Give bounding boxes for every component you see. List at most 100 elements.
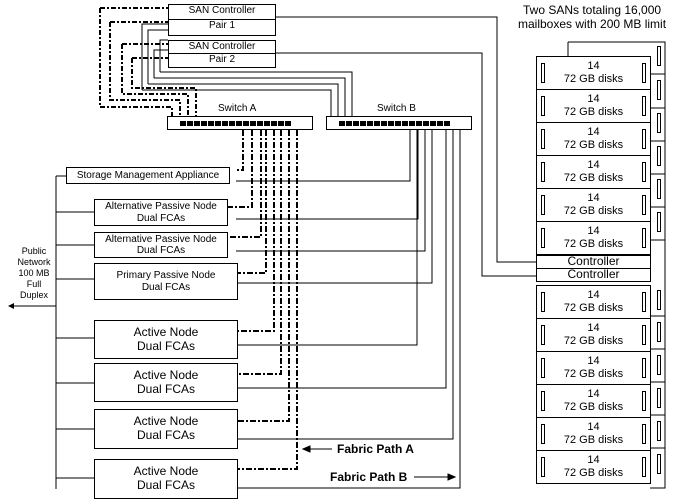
- node-1-title: Alternative Passive Node: [105, 201, 217, 212]
- active-node-4[interactable]: Active Node Dual FCAs: [94, 459, 238, 499]
- drive-slot-icon: [541, 457, 545, 477]
- switch-port: [339, 121, 345, 126]
- active-node-3[interactable]: Active Node Dual FCAs: [94, 409, 238, 449]
- switch-port: [194, 121, 200, 126]
- switch-port: [222, 121, 228, 126]
- active-node-1[interactable]: Active Node Dual FCAs: [94, 320, 238, 359]
- disk-size-label: 72 GB disks: [563, 205, 624, 217]
- disk-count: 14: [587, 192, 600, 205]
- disk-size-label: 72 GB disks: [563, 401, 624, 413]
- san-controller-2-label: SAN Controller: [169, 41, 275, 54]
- drive-slot-icon: [541, 424, 545, 444]
- switch-a[interactable]: [167, 116, 313, 130]
- fabric-b-line-node5: [236, 130, 447, 389]
- node-7-title: Active Node: [133, 464, 199, 479]
- switch-port: [264, 121, 270, 126]
- public-network-line-3: 100 MB: [18, 268, 50, 278]
- fabric-a-line-node7: [236, 130, 298, 470]
- diagram-title: Two SANs totaling 16,000 mailboxes with …: [518, 3, 666, 31]
- drive-slot-icon: [642, 457, 646, 477]
- fabric-b-line-sma: [236, 130, 411, 182]
- fabric-a-line-node2: [228, 130, 262, 238]
- fabric-a-line-node5: [236, 130, 282, 375]
- public-network-line-1: Public: [21, 246, 47, 256]
- rear-drive-slot-icon: [657, 146, 661, 166]
- title-line-1: Two SANs totaling 16,000: [522, 3, 662, 17]
- controller-2[interactable]: Controller: [536, 267, 651, 282]
- public-network-line-4: Full: [26, 279, 42, 289]
- drive-slot-icon: [541, 129, 545, 149]
- disk-size-label: 72 GB disks: [563, 302, 624, 314]
- switcha-to-san-line-2: [109, 21, 181, 118]
- disk-size-label: 72 GB disks: [563, 335, 624, 347]
- rear-drive-slot-icon: [657, 355, 661, 375]
- drive-slot-icon: [642, 358, 646, 378]
- node-5-title: Active Node: [133, 367, 199, 382]
- public-network-arrow-head: [8, 303, 14, 309]
- disk-count: 14: [587, 93, 600, 106]
- node-7-subtitle: Dual FCAs: [136, 478, 195, 492]
- disk-size-label: 72 GB disks: [563, 139, 624, 151]
- alternative-passive-node-1[interactable]: Alternative Passive Node Dual FCAs: [94, 199, 228, 226]
- san-controller-pair-2[interactable]: SAN Controller Pair 2: [168, 40, 276, 68]
- node-6-title: Active Node: [133, 414, 199, 429]
- switch-port: [215, 121, 221, 126]
- disk-count: 14: [587, 322, 600, 335]
- fabric-b-line-node2: [236, 130, 426, 252]
- controller-1[interactable]: Controller: [536, 254, 651, 269]
- rear-drive-slot-icon: [657, 290, 661, 310]
- switch-a-ports: [180, 121, 291, 126]
- fabric-path-b-label: Fabric Path B: [330, 470, 408, 484]
- node-6-subtitle: Dual FCAs: [136, 428, 195, 442]
- disk-count: 14: [587, 225, 600, 238]
- switch-port: [285, 121, 291, 126]
- active-node-2[interactable]: Active Node Dual FCAs: [94, 363, 238, 402]
- san-controller-pair-1[interactable]: SAN Controller Pair 1: [168, 4, 276, 36]
- title-line-2: mailboxes with 200 MB limit: [518, 17, 667, 31]
- rear-drive-slot-icon: [657, 80, 661, 100]
- public-network-label: Public Network 100 MB Full Duplex: [14, 246, 54, 301]
- disk-size-label: 72 GB disks: [563, 467, 624, 479]
- disk-size-label: 72 GB disks: [563, 238, 624, 250]
- switch-port: [360, 121, 366, 126]
- node-5-subtitle: Dual FCAs: [136, 381, 195, 396]
- node-1-subtitle: Dual FCAs: [136, 212, 186, 224]
- rear-drive-slot-icon: [657, 454, 661, 474]
- switch-port: [271, 121, 277, 126]
- switchb-to-san-line-2: [154, 77, 346, 118]
- rear-drive-slot-icon: [657, 113, 661, 133]
- fabric-b-line-node1: [236, 130, 419, 220]
- drive-slot-icon: [541, 63, 545, 83]
- controller-1-label: Controller: [567, 254, 620, 269]
- switch-port: [180, 121, 186, 126]
- controller-2-label: Controller: [567, 267, 620, 282]
- rear-drive-slot-icon: [657, 46, 661, 66]
- drive-slot-icon: [541, 292, 545, 312]
- disk-size-label: 72 GB disks: [563, 172, 624, 184]
- switch-b[interactable]: [326, 116, 472, 130]
- switchb-to-san-line-4: [142, 89, 332, 118]
- drive-slot-icon: [642, 195, 646, 215]
- public-network-line-5: Duplex: [19, 290, 48, 300]
- switch-port: [208, 121, 214, 126]
- disk-count: 14: [587, 421, 600, 434]
- alternative-passive-node-2[interactable]: Alternative Passive Node Dual FCAs: [94, 232, 228, 258]
- primary-passive-node[interactable]: Primary Passive Node Dual FCAs: [94, 263, 238, 300]
- disk-size-label: 72 GB disks: [563, 73, 624, 85]
- fabric-path-a-label: Fabric Path A: [337, 442, 414, 456]
- switcha-to-san-line-1: [99, 7, 173, 118]
- fabric-a-line-node6: [236, 130, 290, 422]
- storage-management-appliance[interactable]: Storage Management Appliance: [66, 167, 230, 184]
